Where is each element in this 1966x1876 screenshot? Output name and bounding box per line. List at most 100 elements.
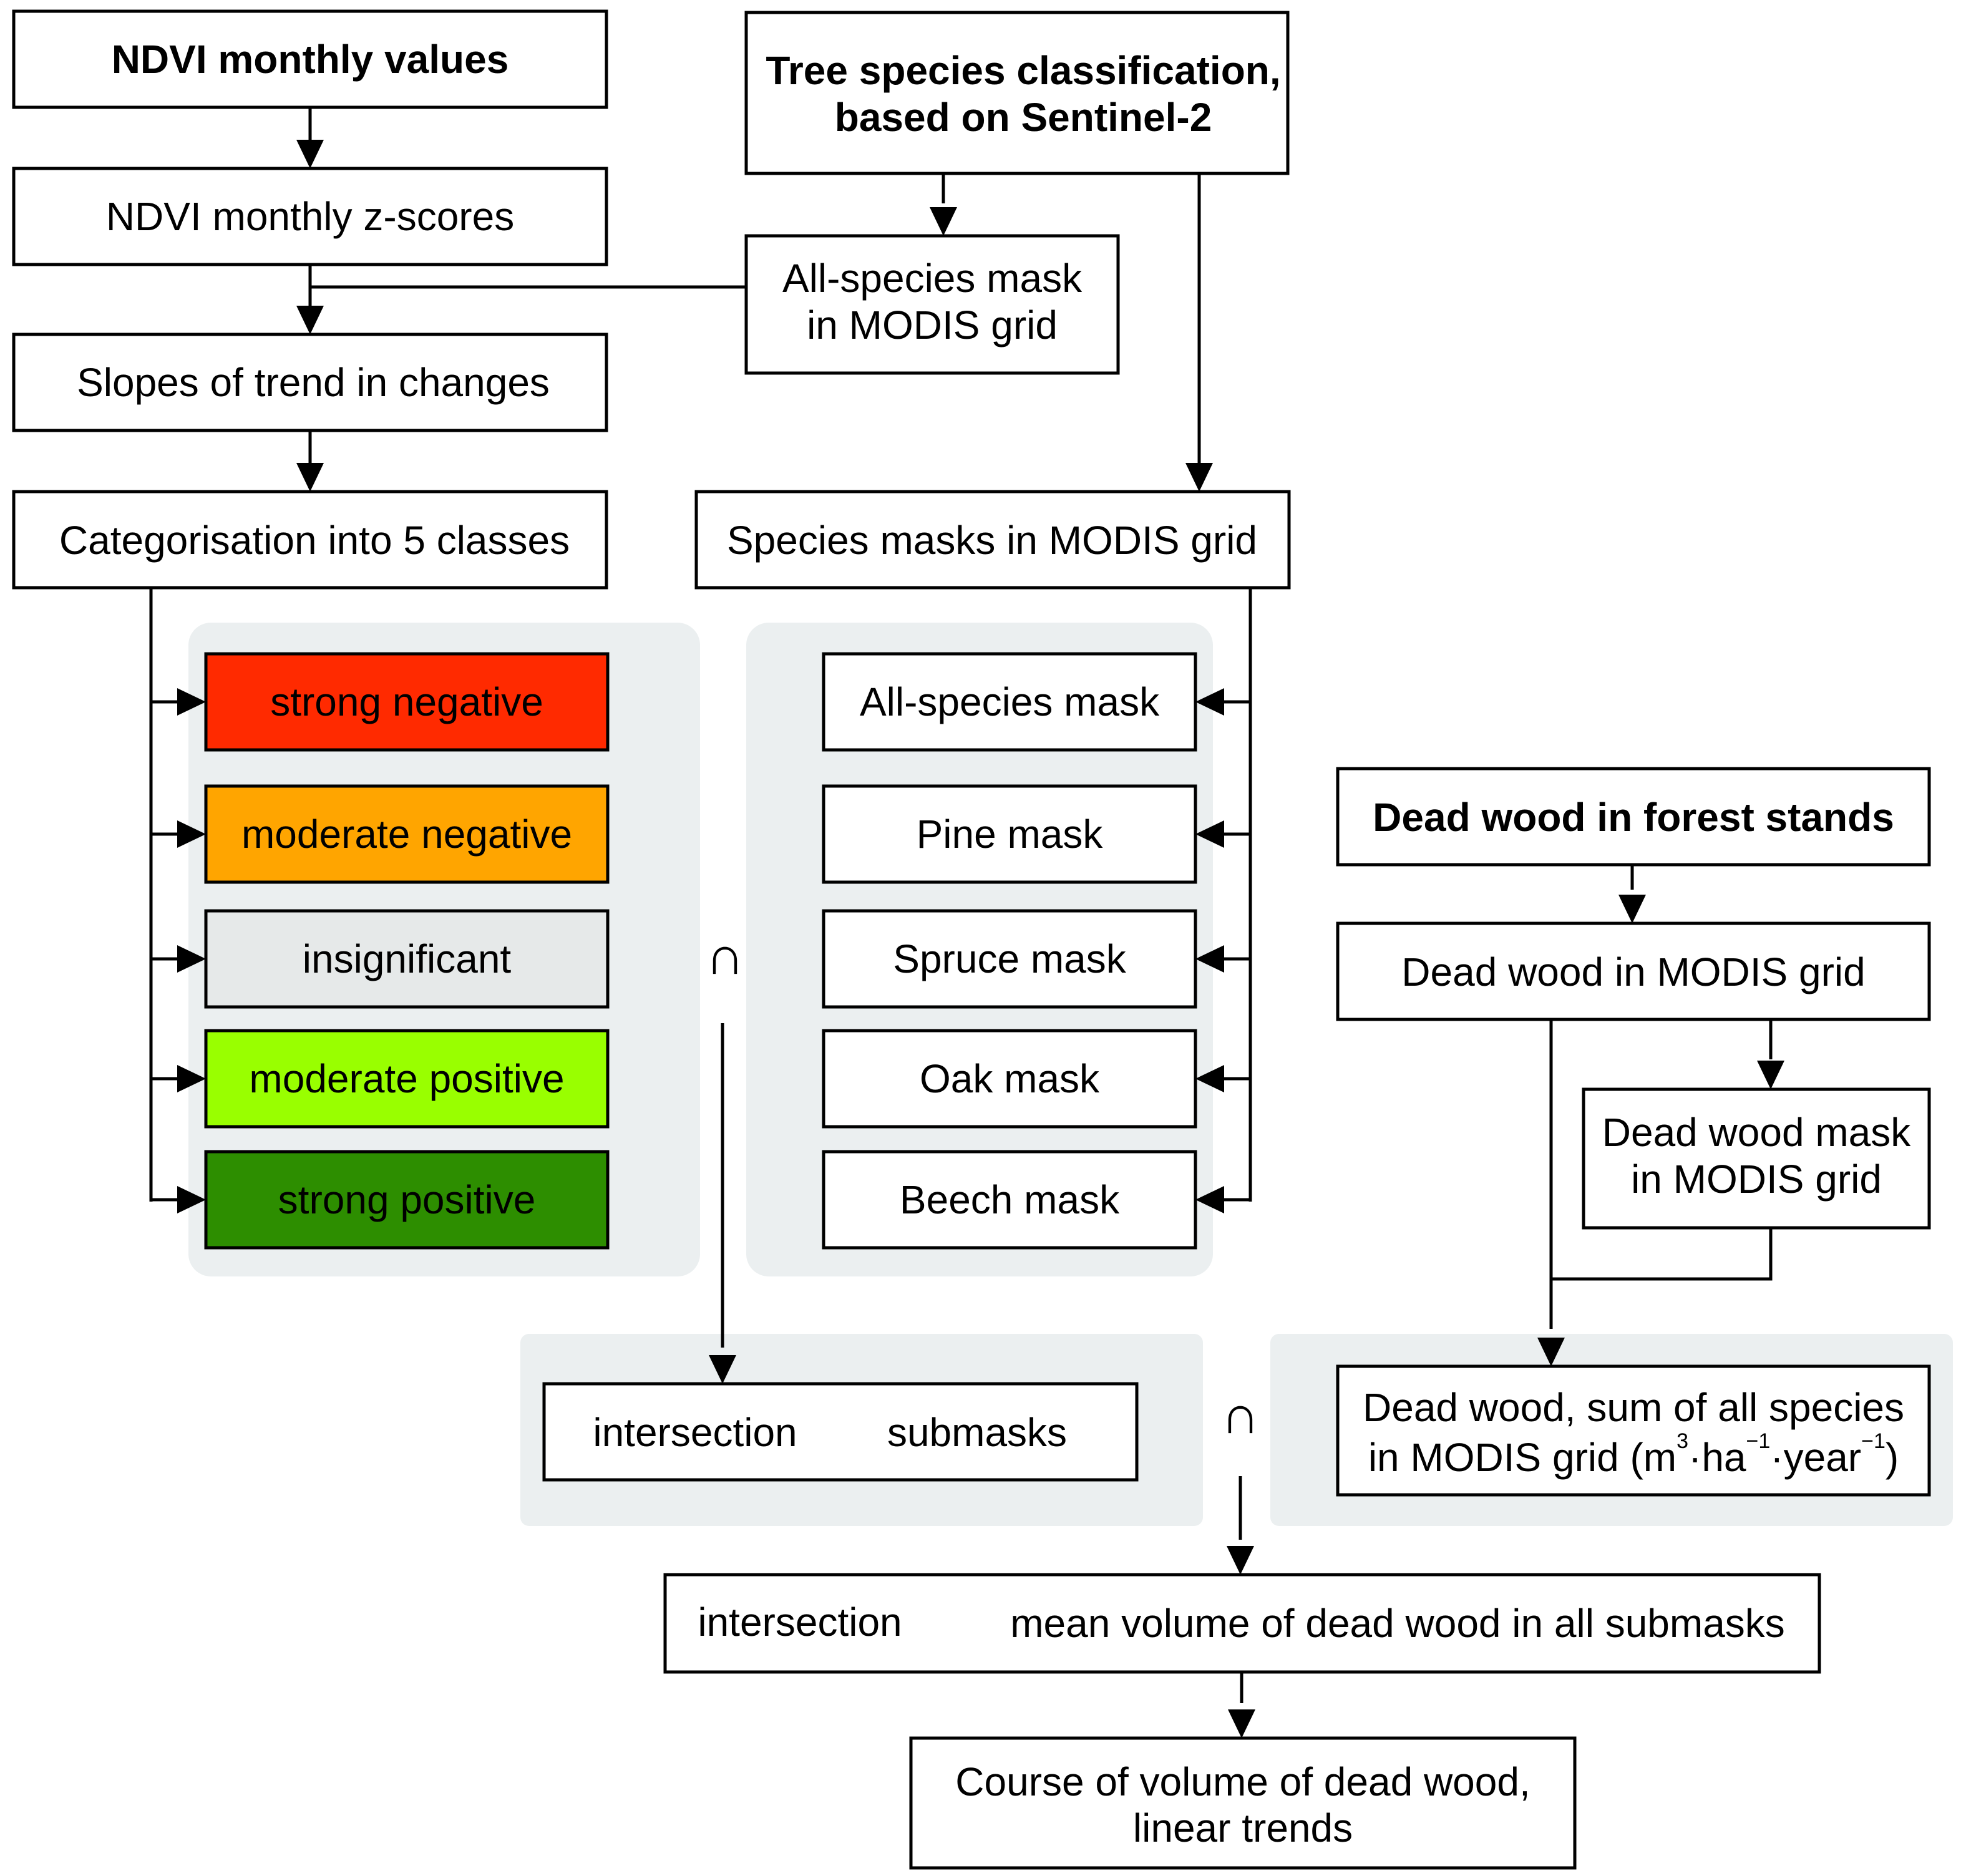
mask-branch-arrowhead bbox=[1195, 945, 1224, 973]
arrowhead-to-deadwood-mask bbox=[1757, 1061, 1784, 1089]
categorisation-node: Categorisation into 5 classes bbox=[12, 490, 608, 590]
mask-branch-arrowhead bbox=[1195, 1186, 1224, 1213]
class-branch-arrowhead bbox=[177, 1065, 206, 1092]
class-swatch bbox=[204, 1029, 610, 1129]
connectors bbox=[149, 107, 1773, 1703]
deadwood-sum-sup-2: −1 bbox=[1746, 1429, 1771, 1453]
mask-label: Beech mask bbox=[900, 1177, 1120, 1222]
mask-branch-arrowhead bbox=[1195, 1065, 1224, 1092]
arrowhead-to-deadwood-grid bbox=[1618, 895, 1646, 923]
mask-rect bbox=[822, 784, 1197, 884]
mask-box: Oak mask bbox=[822, 1029, 1197, 1129]
class-label: strong positive bbox=[278, 1177, 536, 1222]
mask-box: Pine mask bbox=[822, 784, 1197, 884]
deadwood-sum-part-1: in MODIS grid (m bbox=[1368, 1435, 1676, 1480]
mask-box: Beech mask bbox=[822, 1150, 1197, 1250]
deadwood-grid-node: Dead wood in MODIS grid bbox=[1336, 921, 1931, 1021]
intersection-symbol-2: ∩ bbox=[1221, 1385, 1260, 1445]
deadwood-mask-node: Dead wood mask in MODIS grid bbox=[1582, 1087, 1931, 1230]
class-branch-arrowhead bbox=[177, 820, 206, 848]
ndvi-values-label: NDVI monthly values bbox=[112, 37, 509, 82]
allspecies-grid-node: All-species mask in MODIS grid bbox=[744, 234, 1120, 375]
tree-species-label-2: based on Sentinel-2 bbox=[835, 95, 1212, 140]
class-box: strong positive bbox=[204, 1150, 610, 1250]
mask-label: Oak mask bbox=[920, 1056, 1100, 1101]
mask-label: Spruce mask bbox=[893, 936, 1126, 981]
intersection-submasks-node: intersection submasks bbox=[542, 1382, 1139, 1482]
arrowhead-to-zscores bbox=[296, 140, 324, 168]
intersection-mean-node: intersection mean volume of dead wood in… bbox=[663, 1573, 1821, 1674]
mask-rect bbox=[822, 909, 1197, 1009]
arrowhead-to-intersection-mean bbox=[1227, 1546, 1254, 1575]
mask-rect bbox=[822, 1029, 1197, 1129]
allspecies-grid-label-1: All-species mask bbox=[782, 256, 1083, 301]
mask-branch-arrowhead bbox=[1195, 688, 1224, 716]
class-swatch bbox=[204, 909, 610, 1009]
class-label: moderate negative bbox=[241, 812, 572, 857]
mask-box: All-species mask bbox=[822, 652, 1197, 752]
species-masks-label: Species masks in MODIS grid bbox=[727, 518, 1257, 563]
class-label: insignificant bbox=[303, 936, 512, 981]
class-swatch bbox=[204, 1150, 610, 1250]
course-label-1: Course of volume of dead wood, bbox=[955, 1759, 1530, 1804]
intersection-submasks-label-b: submasks bbox=[887, 1410, 1067, 1455]
intersection-submasks-label-a: intersection bbox=[593, 1410, 797, 1455]
arrowhead-to-slopes bbox=[296, 306, 324, 334]
course-node: Course of volume of dead wood, linear tr… bbox=[909, 1736, 1577, 1870]
ndvi-values-node: NDVI monthly values bbox=[12, 9, 608, 109]
class-swatch bbox=[204, 784, 610, 884]
tree-species-node: Tree species classification, based on Se… bbox=[744, 11, 1290, 175]
arrowheads bbox=[177, 140, 1784, 1738]
mask-rect bbox=[822, 652, 1197, 752]
deadwood-sum-label-1: Dead wood, sum of all species bbox=[1363, 1385, 1904, 1430]
class-label: moderate positive bbox=[249, 1056, 564, 1101]
arrowhead-to-categorisation bbox=[296, 463, 324, 492]
allspecies-grid-label-2: in MODIS grid bbox=[807, 303, 1058, 347]
deadwood-sum-part-2: ·ha bbox=[1688, 1435, 1746, 1480]
tree-species-label-1: Tree species classification, bbox=[766, 48, 1280, 93]
mask-label: All-species mask bbox=[860, 679, 1160, 724]
slopes-node: Slopes of trend in changes bbox=[12, 333, 608, 432]
mask-box: Spruce mask bbox=[822, 909, 1197, 1009]
mask-label: Pine mask bbox=[917, 812, 1104, 857]
class-branch-arrowhead bbox=[177, 688, 206, 716]
ndvi-zscores-node: NDVI monthly z-scores bbox=[12, 167, 608, 266]
deadwood-mask-label-1: Dead wood mask bbox=[1602, 1110, 1911, 1155]
categorisation-label: Categorisation into 5 classes bbox=[59, 518, 570, 563]
ndvi-zscores-label: NDVI monthly z-scores bbox=[106, 194, 514, 239]
deadwood-sum-part-4: ) bbox=[1886, 1435, 1899, 1480]
deadwood-sum-sup-1: 3 bbox=[1676, 1429, 1688, 1453]
deadwood-stands-label: Dead wood in forest stands bbox=[1373, 795, 1894, 840]
line-deadwood-mask-merge bbox=[1551, 1228, 1773, 1281]
arrowhead-to-intersection-submasks bbox=[709, 1355, 736, 1384]
deadwood-sum-sup-3: −1 bbox=[1861, 1429, 1886, 1453]
mask-rect bbox=[822, 1150, 1197, 1250]
class-branch-arrowhead bbox=[177, 1186, 206, 1213]
intersection-mean-label-b: mean volume of dead wood in all submasks bbox=[1010, 1601, 1785, 1646]
deadwood-mask-label-2: in MODIS grid bbox=[1631, 1157, 1882, 1202]
slopes-label: Slopes of trend in changes bbox=[77, 360, 550, 405]
classes-group: strong negative moderate negative insignif… bbox=[151, 652, 610, 1250]
course-label-2: linear trends bbox=[1133, 1806, 1353, 1850]
class-swatch bbox=[204, 652, 610, 752]
intersection-mean-label-a: intersection bbox=[698, 1600, 902, 1645]
mask-branch-arrowhead bbox=[1195, 820, 1224, 848]
species-masks-node: Species masks in MODIS grid bbox=[694, 490, 1291, 590]
class-box: insignificant bbox=[204, 909, 610, 1009]
class-label: strong negative bbox=[270, 679, 543, 724]
arrowhead-to-deadwood-sum bbox=[1537, 1338, 1565, 1366]
deadwood-grid-label: Dead wood in MODIS grid bbox=[1401, 950, 1865, 994]
arrowhead-to-course bbox=[1228, 1709, 1255, 1738]
deadwood-stands-node: Dead wood in forest stands bbox=[1336, 767, 1931, 867]
deadwood-sum-node: Dead wood, sum of all species in MODIS g… bbox=[1336, 1364, 1931, 1497]
class-branch-arrowhead bbox=[177, 945, 206, 973]
intersection-symbol-1: ∩ bbox=[706, 926, 744, 986]
deadwood-sum-part-3: ·year bbox=[1770, 1435, 1861, 1480]
class-box: strong negative bbox=[204, 652, 610, 752]
arrowhead-to-species-masks bbox=[1185, 463, 1213, 492]
class-box: moderate positive bbox=[204, 1029, 610, 1129]
arrowhead-to-allspecies-grid bbox=[930, 207, 957, 236]
class-box: moderate negative bbox=[204, 784, 610, 884]
